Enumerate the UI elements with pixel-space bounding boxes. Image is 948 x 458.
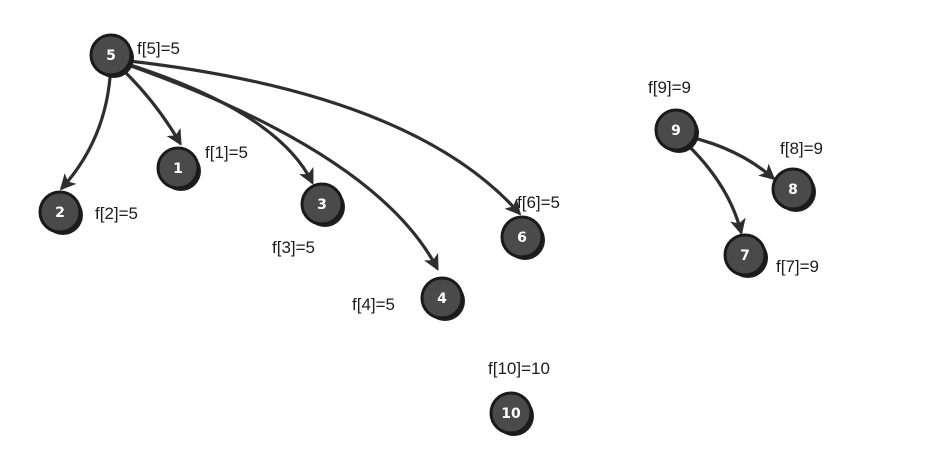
node-10: 10	[489, 391, 534, 436]
node-9: 9	[654, 108, 699, 153]
node-circle-5	[89, 33, 133, 77]
node-circle-2	[38, 190, 82, 234]
annotation-f-7: f[7]=9	[776, 257, 819, 276]
node-label-2: 2	[55, 205, 65, 221]
node-label-8: 8	[788, 182, 798, 198]
node-circle-4	[420, 276, 464, 320]
labels-layer: f[5]=5 f[1]=5 f[2]=5 f[3]=5 f[4]=5 f[6]=5 f[9]…	[95, 39, 823, 378]
edge-5-to-6	[109, 57, 522, 216]
node-1: 1	[156, 146, 201, 191]
node-circle-1	[156, 146, 200, 190]
nodes-layer: 5 1 2 3 4 6 9 8 7 10	[38, 33, 816, 436]
node-7: 7	[723, 233, 768, 278]
node-4: 4	[420, 276, 465, 321]
node-6: 6	[500, 215, 545, 260]
node-circle-9	[654, 108, 698, 152]
node-2: 2	[38, 190, 83, 235]
node-label-7: 7	[740, 248, 750, 264]
edge-5-to-4	[109, 57, 439, 271]
edge-5-to-3	[109, 57, 314, 185]
annotation-f-1: f[1]=5	[205, 143, 248, 162]
node-5: 5	[89, 33, 134, 78]
edge-5-to-2	[59, 57, 113, 191]
annotation-f-6: f[6]=5	[517, 193, 560, 212]
node-circle-10	[489, 391, 533, 435]
annotation-f-3: f[3]=5	[272, 238, 315, 257]
annotation-f-5: f[5]=5	[137, 39, 180, 58]
node-circle-8	[771, 167, 815, 211]
annotation-f-8: f[8]=9	[780, 139, 823, 158]
node-label-4: 4	[437, 291, 447, 307]
node-circle-6	[500, 215, 544, 259]
node-label-6: 6	[517, 230, 527, 246]
node-label-3: 3	[317, 197, 327, 213]
node-3: 3	[300, 182, 345, 227]
annotation-f-10: f[10]=10	[488, 359, 550, 378]
node-8: 8	[771, 167, 816, 212]
annotation-f-4: f[4]=5	[352, 295, 395, 314]
node-label-5: 5	[106, 48, 116, 64]
node-circle-3	[300, 182, 344, 226]
node-label-1: 1	[173, 161, 183, 177]
node-label-9: 9	[671, 123, 681, 139]
annotation-f-9: f[9]=9	[648, 78, 691, 97]
node-label-10: 10	[501, 406, 521, 422]
annotation-f-2: f[2]=5	[95, 204, 138, 223]
node-circle-7	[723, 233, 767, 277]
